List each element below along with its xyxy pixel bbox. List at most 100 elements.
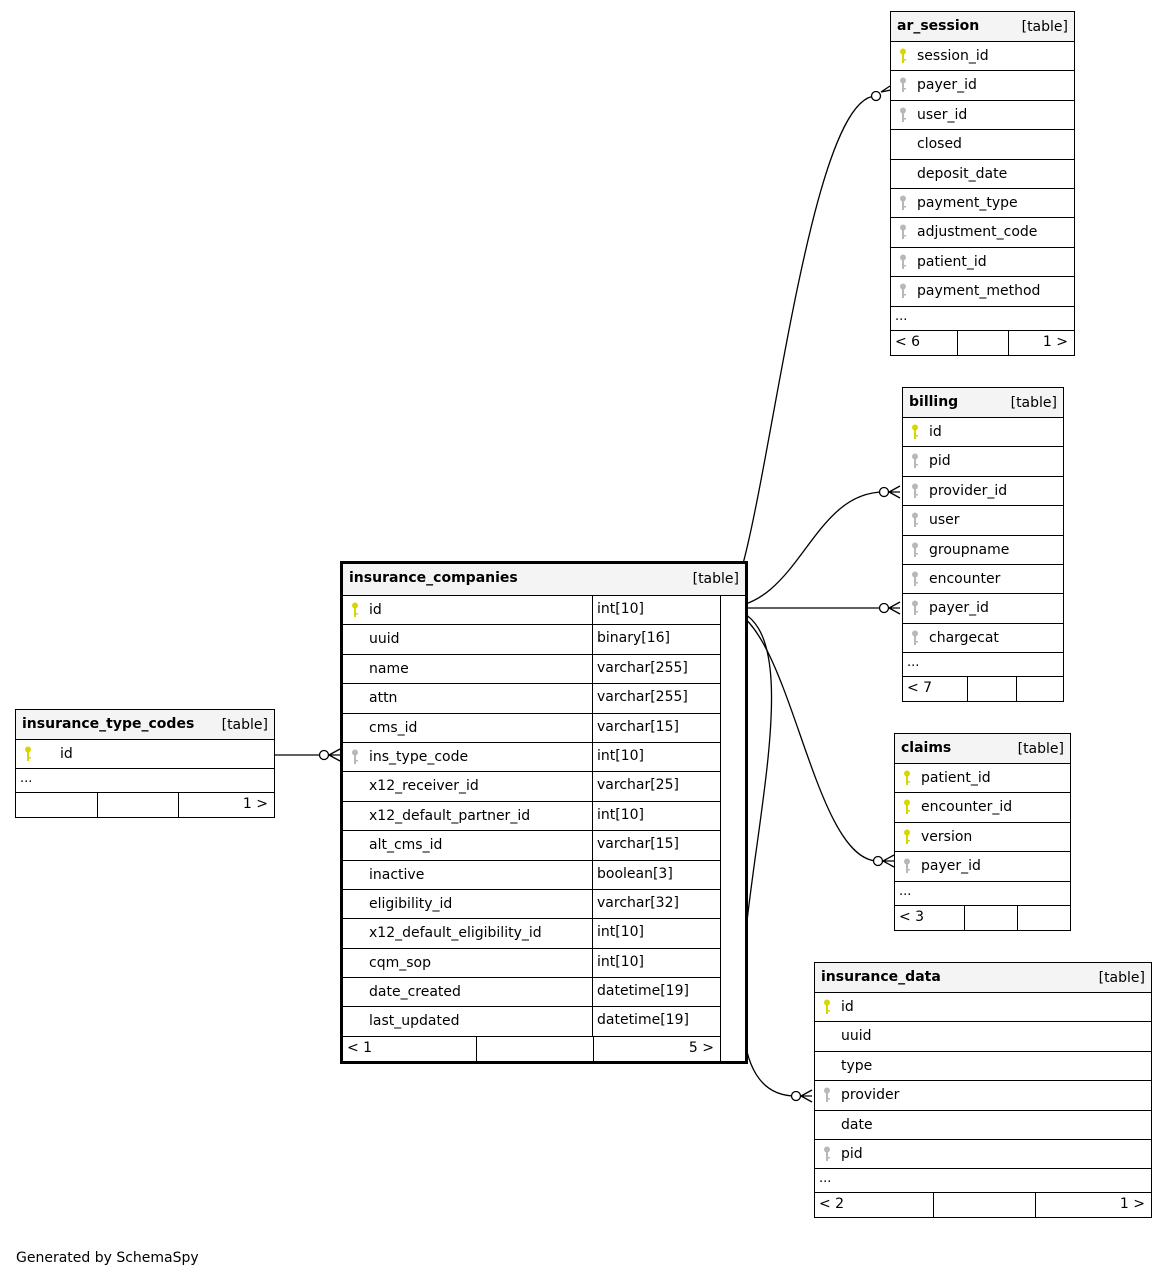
primary-key-icon (904, 799, 910, 815)
children-count[interactable]: 1 > (1008, 330, 1074, 355)
table-name[interactable]: billing (909, 394, 959, 410)
column-row[interactable]: user_id (891, 101, 1074, 131)
column-row[interactable]: id (16, 740, 274, 770)
column-row[interactable]: groupname (903, 536, 1063, 565)
column-row[interactable]: id (815, 993, 1151, 1023)
children-count[interactable]: 1 > (1035, 1193, 1151, 1218)
table-name[interactable]: insurance_companies (349, 570, 518, 586)
parents-count[interactable]: < 7 (907, 680, 933, 697)
column-row[interactable]: payer_id (891, 71, 1074, 101)
table-header: billing [table] (903, 388, 1063, 418)
column-row[interactable]: x12_default_partner_id int[10] (343, 801, 720, 832)
table-header: ar_session [table] (891, 12, 1074, 42)
column-row[interactable]: patient_id (895, 764, 1070, 794)
column-row[interactable]: pid (903, 447, 1063, 477)
column-row[interactable]: payer_id (903, 594, 1063, 624)
column-row[interactable]: type (815, 1052, 1151, 1082)
column-row[interactable]: payment_method (891, 277, 1074, 307)
column-row[interactable]: id (903, 418, 1063, 448)
column-name: attn (369, 690, 398, 707)
children-count[interactable]: 5 > (593, 1036, 720, 1061)
column-type-cell: int[10] (592, 801, 720, 831)
children-count[interactable] (1016, 677, 1063, 702)
column-row[interactable]: version (895, 823, 1070, 853)
column-name-cell: user (903, 506, 1063, 534)
children-count[interactable]: 1 > (178, 793, 274, 818)
column-name: payer_id (917, 77, 977, 94)
column-row[interactable]: date (815, 1111, 1151, 1140)
foreign-key-icon (900, 195, 906, 210)
column-name: uuid (369, 631, 400, 648)
column-name: payer_id (921, 858, 981, 875)
column-name-cell: inactive (343, 861, 592, 889)
foreign-key-icon (900, 77, 906, 93)
column-row[interactable]: provider (815, 1081, 1151, 1111)
table-name[interactable]: insurance_data (821, 969, 941, 985)
table-name[interactable]: insurance_type_codes (22, 716, 195, 732)
primary-key-icon (352, 602, 358, 617)
column-type-cell: varchar[15] (592, 713, 720, 742)
column-type-cell: varchar[15] (592, 831, 720, 860)
column-row[interactable]: user (903, 506, 1063, 536)
column-name: pid (929, 453, 951, 470)
column-row[interactable]: payer_id (895, 852, 1070, 882)
column-row[interactable]: encounter (903, 565, 1063, 595)
column-name: patient_id (917, 253, 987, 270)
column-name-cell: provider (815, 1081, 1151, 1109)
column-name-cell: x12_receiver_id (343, 772, 592, 800)
column-row[interactable]: pid (815, 1140, 1151, 1170)
column-row[interactable]: adjustment_code (891, 218, 1074, 248)
column-row[interactable]: payment_type (891, 189, 1074, 219)
parents-count[interactable]: < 2 (819, 1196, 845, 1213)
column-row[interactable]: closed (891, 130, 1074, 160)
column-row[interactable]: patient_id (891, 248, 1074, 278)
parents-count[interactable] (16, 793, 97, 817)
column-row[interactable]: deposit_date (891, 160, 1074, 189)
column-name: provider_id (929, 482, 1008, 499)
column-row[interactable]: session_id (891, 42, 1074, 72)
column-name: id (60, 746, 73, 762)
table-name[interactable]: claims (901, 740, 952, 756)
table-insurance-type-codes[interactable]: insurance_type_codes [table] id ... 1 > (15, 709, 275, 819)
table-name[interactable]: ar_session (897, 18, 980, 34)
primary-key-icon (824, 999, 830, 1014)
table-type: [table] (1021, 19, 1068, 35)
column-row[interactable]: encounter_id (895, 793, 1070, 823)
primary-key-icon (25, 746, 31, 761)
column-name: x12_default_partner_id (369, 807, 531, 824)
table-type: [table] (692, 571, 739, 587)
column-type-cell: varchar[255] (592, 654, 720, 684)
column-name-cell: deposit_date (891, 160, 1074, 188)
table-type: [table] (221, 717, 268, 733)
column-name-cell: encounter (903, 565, 1063, 593)
column-row[interactable]: uuid (815, 1022, 1151, 1052)
foreign-key-icon (824, 1146, 830, 1161)
parents-count[interactable]: < 3 (899, 908, 925, 925)
column-row[interactable]: chargecat (903, 624, 1063, 654)
column-type: datetime[19] (597, 983, 689, 1000)
column-name: encounter (929, 570, 1001, 587)
parents-count[interactable]: < 6 (895, 333, 921, 350)
column-row[interactable]: provider_id (903, 477, 1063, 507)
children-count[interactable] (1017, 905, 1070, 930)
parents-count[interactable]: < 1 (347, 1039, 373, 1056)
